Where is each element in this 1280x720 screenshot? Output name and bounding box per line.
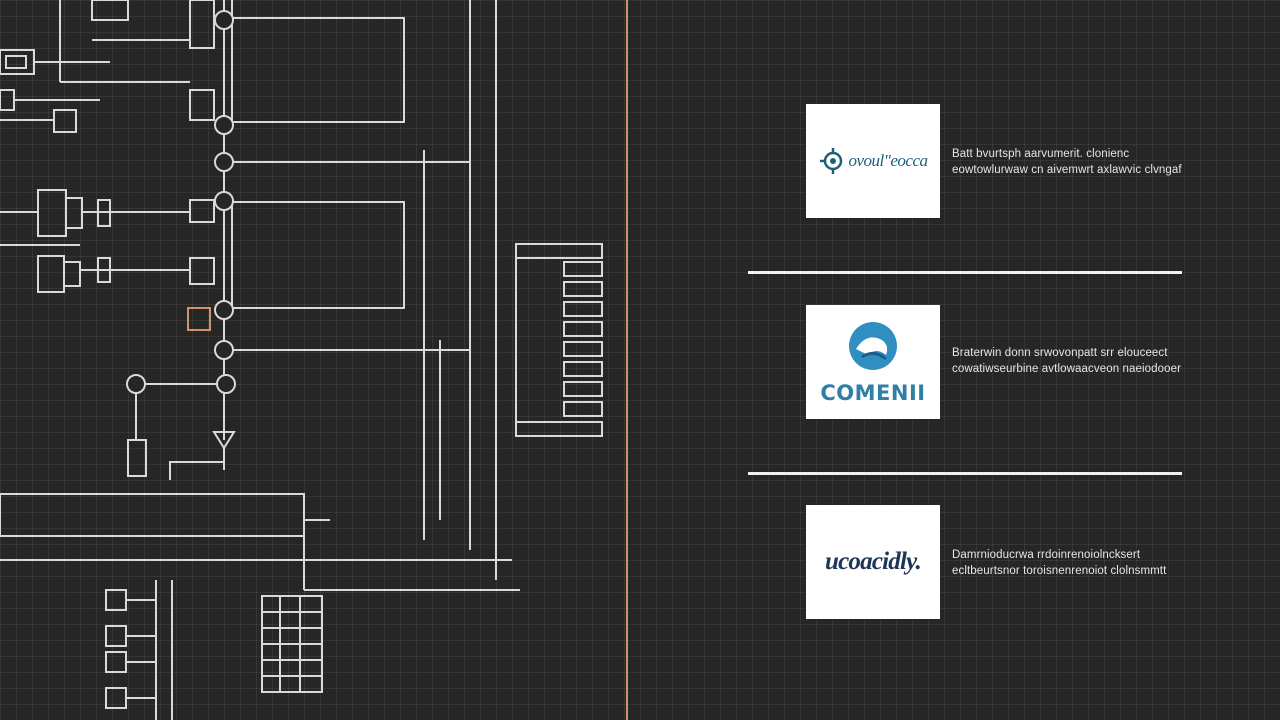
partner-entry-2: COMENII Braterwin donn srwovonpatt srr e…	[806, 305, 1276, 421]
vertical-divider	[626, 0, 628, 720]
partner-logo-2-text: COMENII	[820, 381, 926, 405]
partner-list: ovoulʺeocca Batt bvurtsph aarvumerit. cl…	[630, 0, 1280, 720]
partner-desc-3: Damrnioducrwa rrdoinrenoiolncksert ecltb…	[952, 547, 1252, 579]
partner-desc-2-line-1: Braterwin donn srwovonpatt srr elouceect	[952, 347, 1168, 359]
partner-desc-3-line-1: Damrnioducrwa rrdoinrenoiolncksert	[952, 549, 1141, 561]
partner-desc-1-line-1: Batt bvurtsph aarvumerit. clonienc	[952, 148, 1130, 160]
partner-logo-3-text: ucoacidly.	[825, 548, 922, 575]
circuit-schematic	[0, 0, 603, 720]
partner-desc-1-line-2: eowtowlurwaw cn aivemwrt axlawvic clvnga…	[952, 164, 1182, 176]
partner-desc-2: Braterwin donn srwovonpatt srr elouceect…	[952, 345, 1252, 377]
partner-desc-1: Batt bvurtsph aarvumerit. clonienc eowto…	[952, 146, 1252, 178]
partner-logo-1-text: ovoulʺeocca	[848, 151, 928, 170]
partner-desc-3-line-2: ecltbeurtsnor toroisnenrenoiot clolnsmmt…	[952, 565, 1167, 577]
gear-circuit-icon	[820, 148, 843, 174]
separator-line-1	[748, 271, 1182, 274]
partner-logo-3: ucoacidly.	[806, 505, 940, 619]
separator-line-2	[748, 472, 1182, 475]
partner-logo-1: ovoulʺeocca	[806, 104, 940, 218]
partner-desc-2-line-2: cowatiwseurbine avtlowaacveon naeiodooer	[952, 363, 1182, 375]
highlighted-component	[187, 307, 211, 331]
partner-logo-2: COMENII	[806, 305, 940, 419]
wave-globe-icon	[849, 322, 897, 370]
partner-entry-1: ovoulʺeocca Batt bvurtsph aarvumerit. cl…	[806, 104, 1276, 220]
partner-entry-3: ucoacidly. Damrnioducrwa rrdoinrenoiolnc…	[806, 505, 1276, 621]
